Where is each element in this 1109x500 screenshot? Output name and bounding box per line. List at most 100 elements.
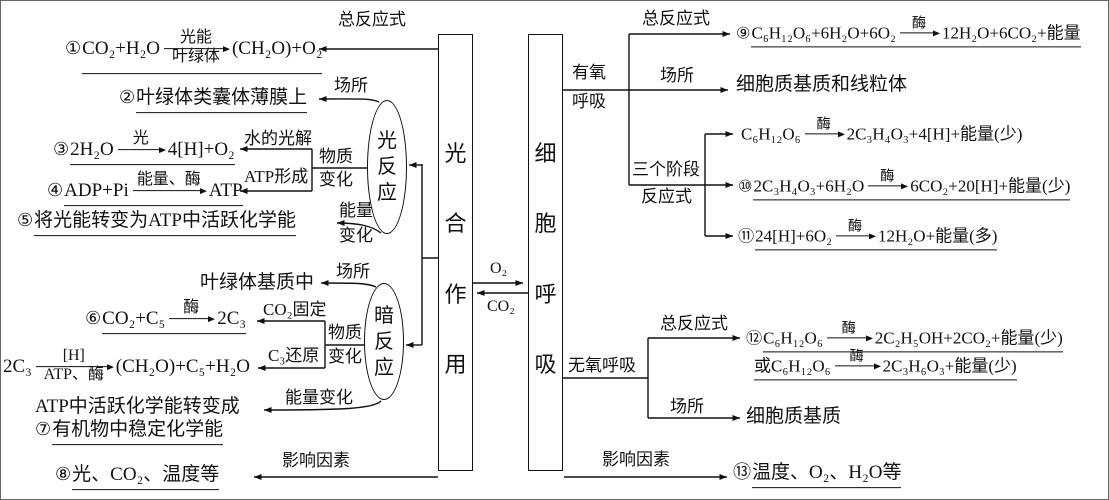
eq-photo-factors: ⑧光、CO₂、温度等 [55, 463, 220, 491]
reaction-arrow: 光 [117, 130, 166, 153]
column-char: 吸 [534, 351, 557, 377]
arrow-label-above: 能量、酶 [136, 170, 201, 188]
eq-text: 光、CO₂、温度等 [72, 464, 220, 491]
eq-number: ③ [53, 139, 70, 161]
co2-label: CO₂ [487, 298, 515, 315]
eq-lhs: 或C₆H₁₂O₆ [754, 356, 831, 376]
arrow-label-above: 光 [132, 129, 149, 147]
label-anaerobic: 无氧呼吸 [568, 356, 636, 375]
label-three-stages-top: 三个阶段 [632, 160, 700, 179]
eq-light-energy: ⑤将光能转变为ATP中活跃化学能 [17, 209, 296, 237]
reaction-arrow: 酶 [836, 219, 877, 240]
eq-rhs: 12H₂O+能量(多) [878, 226, 998, 246]
arrow-label-above: 酶 [849, 348, 864, 365]
eq-rhs: 2C₃H₄O₃+4[H]+能量(少) [846, 124, 1023, 144]
eq-photo-site: ②叶绿体类囊体薄膜上 [119, 86, 308, 114]
reaction-arrow: [H]ATP、酶 [35, 347, 114, 382]
eq-text: 温度、O₂、H₂O等 [752, 462, 902, 489]
site-cytoplasm-mitochondria: 细胞质基质和线粒体 [736, 73, 907, 97]
ellipse-char: 反 [377, 156, 397, 178]
ellipse-char: 光 [377, 130, 397, 152]
ellipse-char: 暗 [374, 304, 394, 327]
arrow-label-below: ATP、酶 [43, 365, 104, 383]
label-energy-change-dark: 能量变化 [285, 388, 353, 407]
eq-lhs: C₆H₁₂O₆ [763, 328, 823, 348]
eq-anaerobic-lactic: 或C₆H₁₂O₆ 酶 2C₃H₆O₃+能量(少) [754, 349, 1017, 381]
label-three-stages-bottom: 反应式 [641, 187, 692, 206]
column-char: 呼 [534, 281, 557, 307]
eq-lhs: 2C₃ [3, 356, 32, 378]
light-reaction-ellipse: 光 反 应 [367, 100, 407, 234]
eq-lhs: CO₂+C₅ [102, 308, 166, 330]
eq-number: ⑩ [738, 176, 753, 196]
eq-water-photolysis: ③2H₂O 光 4[H]+O₂ [53, 130, 235, 166]
label-overall-formula-anaerobic: 总反应式 [660, 314, 728, 333]
column-char: 作 [444, 281, 467, 307]
label-matter-change-dark-bottom: 变化 [328, 347, 362, 366]
eq-lhs: 24[H]+6O₂ [755, 226, 833, 246]
eq-rhs: 6CO₂+20[H]+能量(少) [910, 176, 1071, 196]
label-site-anaerobic: 场所 [670, 397, 704, 416]
label-co2-fixation: CO₂固定 [263, 300, 327, 319]
eq-lhs: 2H₂O [70, 139, 114, 161]
eq-text: 叶绿体类囊体薄膜上 [136, 87, 308, 114]
label-photolysis: 水的光解 [244, 129, 312, 148]
dark-reaction-ellipse: 暗 反 应 [364, 283, 404, 400]
arrow-label-above: 酶 [841, 320, 856, 337]
site-text: 细胞质基质和线粒体 [736, 74, 908, 96]
label-atp-formation: ATP形成 [244, 167, 309, 186]
eq-resp-factors: ⑬温度、O₂、H₂O等 [733, 461, 902, 489]
label-matter-change-light-bottom: 变化 [319, 170, 353, 189]
eq-text: 有机物中稳定化学能 [52, 419, 224, 446]
eq-number: ④ [47, 180, 64, 202]
label-site-dark: 场所 [336, 262, 370, 281]
column-char: 用 [444, 351, 467, 377]
site-text: 细胞质基质 [746, 406, 842, 428]
eq-rhs: ATP [208, 180, 243, 202]
reaction-arrow: 酶 [899, 16, 940, 37]
eq-number: ⑦ [35, 419, 52, 441]
eq-rhs: 2C₃ [217, 308, 246, 330]
eq-lhs: C₆H₁₂O₆ [741, 124, 801, 144]
label-matter-change-light-top: 物质 [319, 147, 353, 166]
arrow-label-above: 酶 [880, 168, 895, 185]
o2-label: O₂ [490, 260, 508, 277]
label-factors-resp: 影响因素 [602, 450, 670, 469]
arrow-label-above: 酶 [847, 218, 863, 235]
ellipse-char: 应 [374, 356, 394, 379]
column-char: 合 [444, 211, 467, 237]
column-char: 胞 [534, 211, 557, 237]
photosynthesis-column: 光 合 作 用 [438, 34, 473, 471]
label-c3-reduction: C₃还原 [268, 346, 320, 365]
eq-rhs: 4[H]+O₂ [167, 139, 235, 161]
eq-number: ⑨ [736, 23, 751, 43]
arrow-label-above: 酶 [183, 298, 200, 316]
energy-text: ATP中活跃化学能转变成 [35, 396, 240, 418]
label-site-aerobic: 场所 [660, 66, 694, 85]
eq-rhs: 2C₂H₅OH+2CO₂+能量(少) [874, 328, 1063, 348]
text-atp-energy-conversion: ATP中活跃化学能转变成 [35, 395, 240, 419]
eq-rhs: 12H₂O+6CO₂+能量 [941, 23, 1081, 43]
label-aerobic-bottom: 呼吸 [572, 92, 606, 111]
eq-number: ⑥ [85, 308, 102, 330]
eq-rhs: 2C₃H₆O₃+能量(少) [882, 356, 1017, 376]
eq-lhs: C₆H₁₂O₆+6H₂O+6O₂ [751, 23, 896, 43]
eq-number: ⑫ [746, 328, 763, 348]
label-factors-photo: 影响因素 [282, 451, 350, 470]
eq-number: ⑧ [55, 464, 72, 486]
arrow-label-above: 光能 [180, 28, 212, 46]
eq-anaerobic-overall: ⑫C₆H₁₂O₆ 酶 2C₂H₅OH+2CO₂+能量(少) [746, 321, 1063, 353]
arrow-label-above: [H] [62, 346, 85, 364]
column-char: 光 [444, 141, 467, 166]
eq-organic-stable-energy: ⑦有机物中稳定化学能 [35, 418, 224, 446]
eq-text: 将光能转变为ATP中活跃化学能 [34, 210, 296, 237]
ellipse-char: 反 [374, 330, 394, 353]
arrow-label-below: 叶绿体 [172, 47, 220, 65]
